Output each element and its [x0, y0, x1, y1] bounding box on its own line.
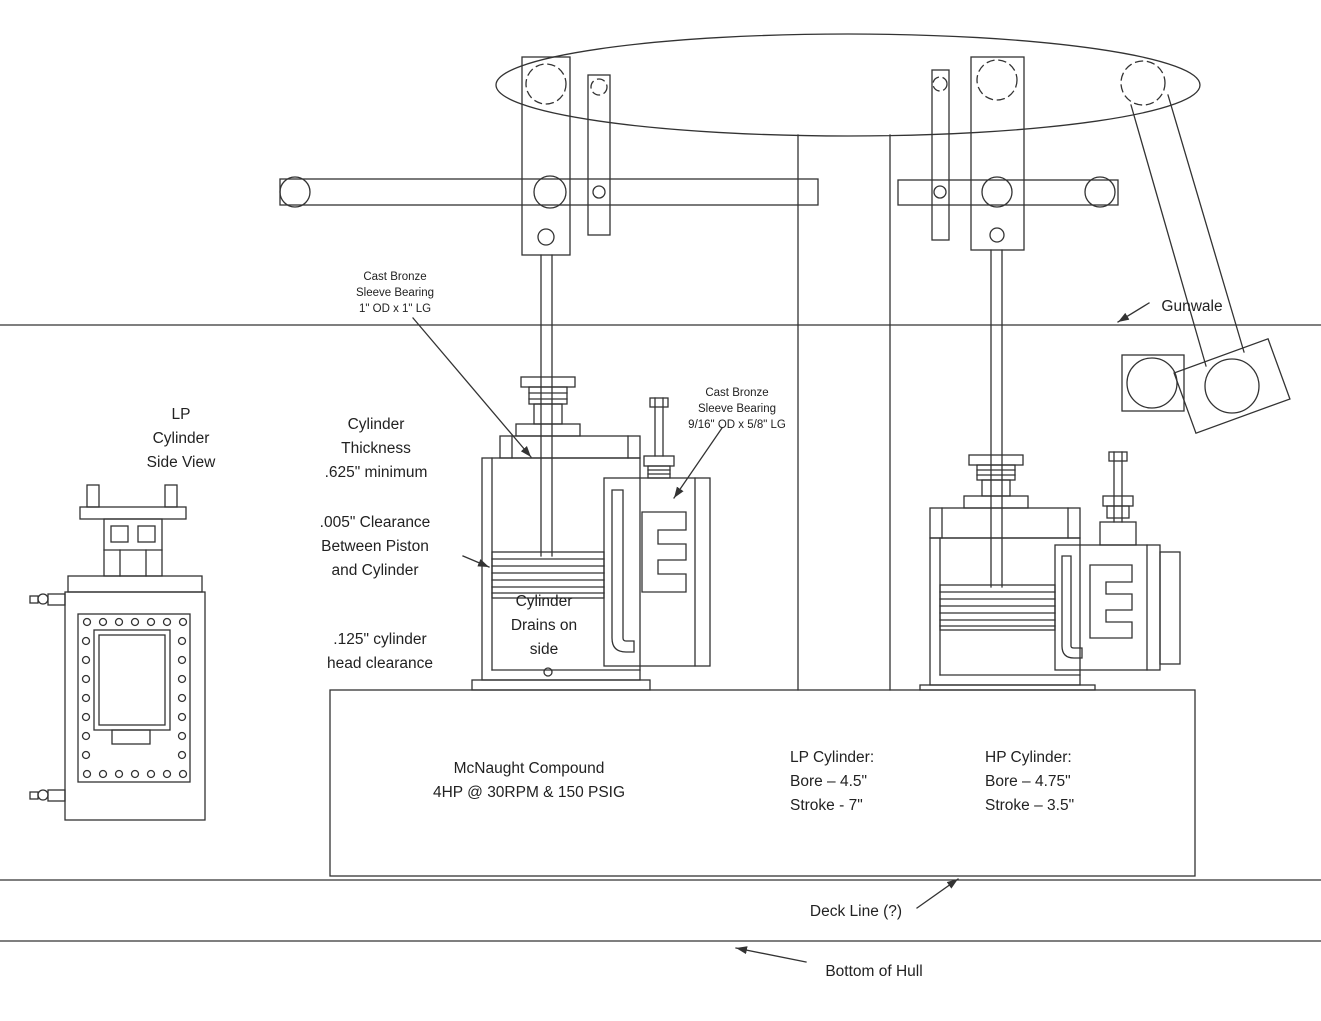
lp-valve-link — [587, 74, 611, 236]
hp-valve-stem — [1099, 451, 1137, 546]
hidden-bearing-circles — [525, 59, 1166, 106]
hull-leader — [735, 946, 807, 963]
engine-base — [329, 689, 1196, 877]
lp-drain-hole — [543, 667, 553, 677]
flywheel — [495, 33, 1201, 137]
clearance-leader — [462, 555, 490, 568]
drain-cocks — [29, 593, 66, 802]
hp-cylinder-head — [929, 507, 1081, 539]
hp-valve-gland — [1102, 495, 1134, 507]
lp-cylinder-head — [499, 435, 641, 459]
lp-valve-chest — [603, 477, 711, 667]
walking-beam-left — [279, 56, 819, 256]
crank-bearing-block — [1121, 354, 1185, 412]
lp-valve-stem — [643, 397, 675, 479]
crank-pin-circle — [1120, 60, 1166, 106]
hp-cylinder-body — [929, 537, 1081, 686]
hp-valve-chest — [1054, 544, 1181, 671]
lp-pedestal — [471, 679, 651, 691]
hp-cylinder-assembly — [919, 249, 1181, 691]
hp-stuffing-box — [976, 464, 1016, 481]
hp-pedestal — [919, 684, 1096, 691]
flywheel-ellipse — [495, 33, 1201, 137]
lp-link — [521, 56, 571, 256]
lp-valve-gland — [643, 455, 675, 467]
hp-valve-link — [931, 69, 950, 241]
center-column — [797, 134, 891, 691]
hp-piston — [939, 584, 1056, 631]
crank-connecting-rod — [1121, 94, 1291, 435]
gunwale-leader — [1117, 302, 1150, 323]
walking-beam-right — [897, 56, 1119, 251]
side-view-flange — [77, 613, 191, 783]
lp-piston — [491, 551, 605, 599]
side-view-body — [64, 591, 206, 821]
reference-lines — [0, 324, 1321, 942]
deck-line-leader — [916, 878, 959, 909]
lp-cylinder-body — [481, 457, 641, 681]
lp-bearing-leader — [412, 317, 532, 458]
leader-arrows — [412, 302, 1150, 963]
lp-cylinder-assembly — [471, 254, 711, 691]
hp-bearing-leader — [673, 427, 723, 499]
rod-end-block — [1173, 337, 1291, 435]
lp-side-view-drawing — [29, 484, 206, 821]
flange-bolt-circles — [81, 617, 188, 779]
lp-stuffing-box — [528, 386, 568, 405]
hp-link — [970, 56, 1025, 251]
